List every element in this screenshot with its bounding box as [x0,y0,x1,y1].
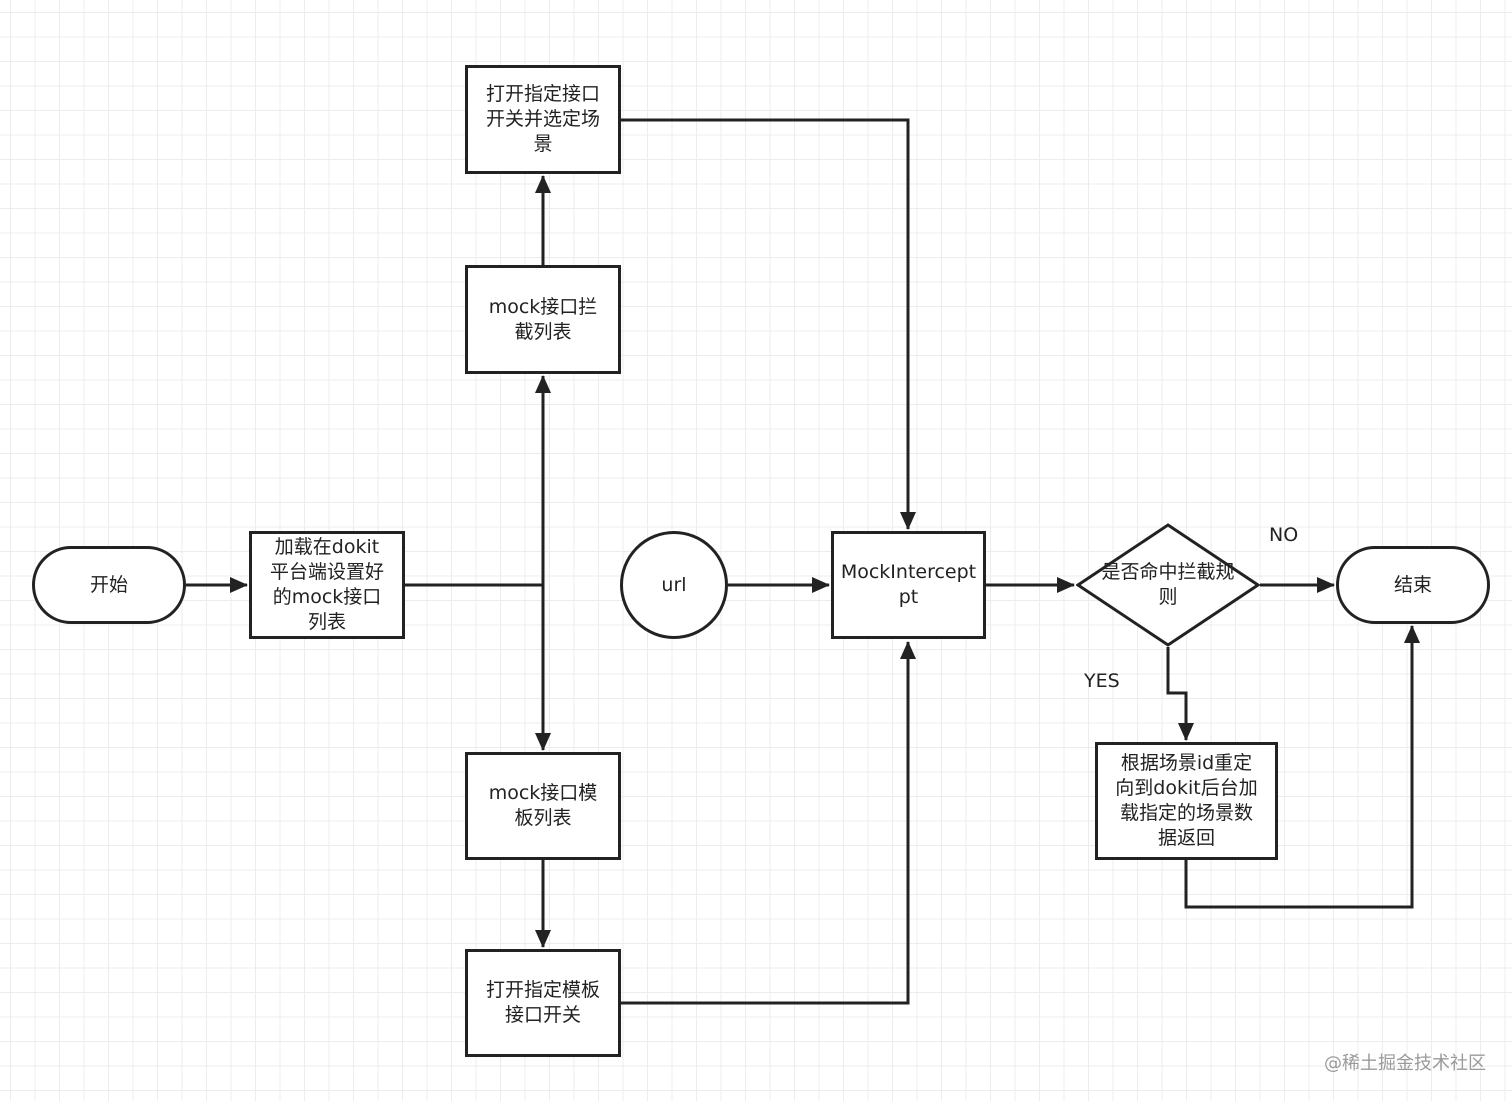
open-template-switch-node: 打开指定模板 接口开关 [465,949,621,1057]
edge-open-template-to-interceptor [621,641,916,1005]
edge-open-switch-to-interceptor [621,118,916,530]
mock-intercept-list-node: mock接口拦 截列表 [465,265,621,374]
url-node: url [620,531,728,639]
start-node: 开始 [32,546,186,624]
edge-redirect-to-end [1184,625,1420,909]
intercept-rule-decision: 是否命中拦截规 则 [1076,523,1260,647]
load-mock-list-node: 加载在dokit 平台端设置好 的mock接口 列表 [249,531,405,639]
yes-label: YES [1084,670,1120,692]
no-label: NO [1269,524,1299,546]
end-node: 结束 [1336,546,1490,624]
edge-decision-yes-to-redirect [1166,647,1194,741]
open-interface-switch-node: 打开指定接口 开关并选定场 景 [465,65,621,174]
mock-interceptor-node: MockIntercept pt [831,531,986,639]
mock-template-list-node: mock接口模 板列表 [465,752,621,860]
decision-diamond-shape [1076,523,1260,647]
redirect-scene-data-node: 根据场景id重定 向到dokit后台加 载指定的场景数 据返回 [1095,742,1278,860]
decision-label: 是否命中拦截规 则 [1101,561,1235,608]
watermark: @稀土掘金技术社区 [1324,1053,1486,1074]
